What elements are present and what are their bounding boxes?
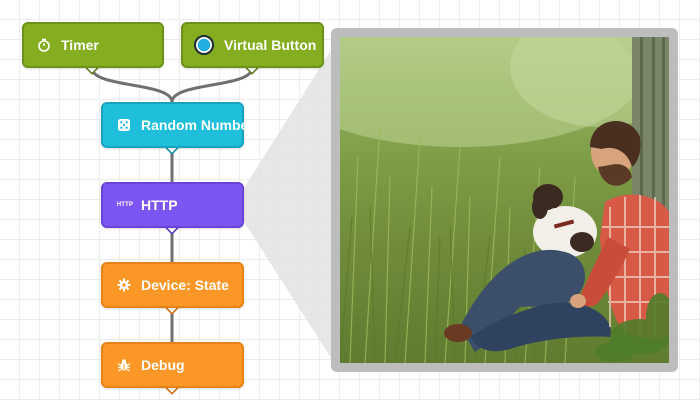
preview-photo	[340, 37, 669, 363]
photo-illustration	[340, 37, 669, 363]
radio-button-icon	[193, 34, 215, 56]
http-node-label: HTTP	[141, 197, 178, 213]
stopwatch-icon	[36, 37, 52, 53]
random-number-node-label: Random Number	[141, 117, 254, 133]
wire-vbutton-random	[170, 67, 254, 103]
dice-icon	[116, 117, 132, 133]
image-preview-frame	[331, 28, 678, 372]
wire-timer-random	[90, 67, 174, 103]
debug-node-label: Debug	[141, 357, 185, 373]
dog-shape	[532, 184, 597, 258]
timer-node[interactable]: Timer	[22, 22, 164, 68]
http-node[interactable]: HTTP HTTP	[101, 182, 244, 228]
debug-node[interactable]: Debug	[101, 342, 244, 388]
gear-icon	[116, 277, 132, 293]
device-state-node[interactable]: Device: State	[101, 262, 244, 308]
preview-funnel	[244, 36, 340, 372]
bug-icon	[116, 357, 132, 373]
virtual-button-node[interactable]: Virtual Button	[181, 22, 324, 68]
http-icon: HTTP	[116, 202, 134, 208]
device-state-node-label: Device: State	[141, 277, 229, 293]
virtual-button-node-label: Virtual Button	[224, 37, 317, 53]
random-number-node[interactable]: Random Number	[101, 102, 254, 148]
timer-node-label: Timer	[61, 37, 99, 53]
